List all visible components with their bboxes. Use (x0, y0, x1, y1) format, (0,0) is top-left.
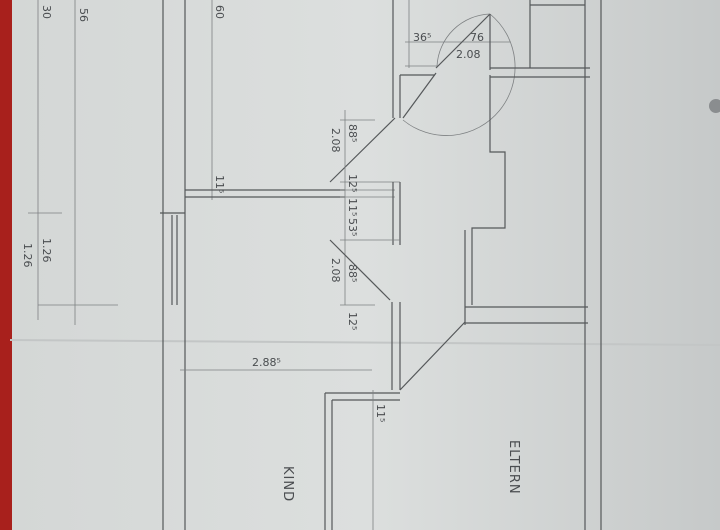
dim-60: 60 (213, 5, 226, 19)
dim-11-5-mid: 11⁵ (346, 198, 359, 216)
plan-lines (28, 0, 602, 530)
dim-36-5: 36⁵ (413, 31, 431, 44)
dim-88-5-b: 88⁵ (346, 264, 359, 282)
dim-2-08-b: 2.08 (329, 258, 342, 283)
dim-12-5-b: 12⁵ (346, 312, 359, 330)
dim-76: 76 (470, 31, 484, 44)
dim-30: 30 (40, 5, 53, 19)
room-label-kind: KIND (280, 466, 295, 502)
dim-12-5-a: 12⁵ (346, 174, 359, 192)
binder-ring (709, 99, 720, 113)
paper-fold (9, 339, 720, 346)
dim-56: 56 (77, 8, 90, 22)
dim-11-5-top: 11⁵ (213, 175, 226, 193)
dim-1-26-a: 1.26 (40, 238, 53, 263)
dim-53-5: 53⁵ (346, 218, 359, 236)
dimension-labels: 56 30 60 1.26 1.26 11⁵ 36⁵ 76 2.08 88⁵ 2… (21, 5, 484, 422)
dim-88-5-a: 88⁵ (346, 124, 359, 142)
room-label-eltern: ELTERN (506, 440, 521, 495)
dim-2-88-5: 2.88⁵ (252, 356, 281, 369)
dim-11-5-low: 11⁵ (374, 404, 387, 422)
dim-2-08-top: 2.08 (456, 48, 481, 61)
paper-sheet (12, 0, 720, 530)
dim-1-26-b: 1.26 (21, 243, 34, 268)
red-table-edge (0, 0, 12, 530)
dim-2-08-a: 2.08 (329, 128, 342, 153)
